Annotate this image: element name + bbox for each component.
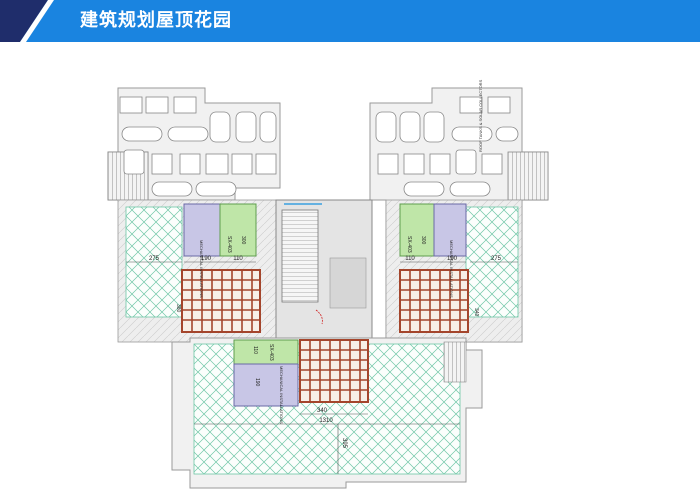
left-parking-bays	[119, 96, 277, 197]
bottom-tank-room	[233, 339, 299, 365]
core-stair	[281, 209, 319, 303]
left-tank-w-dim: 110	[233, 256, 243, 262]
bottom-pergola-grid	[300, 340, 368, 402]
solar-note: ROOF TANKS & SOLAR COLLECTORS	[478, 79, 483, 152]
page-title: 建筑规划屋顶花园	[80, 10, 232, 31]
header-dark-wedge	[0, 0, 48, 42]
plan-labels: MECHANICAL INSTALLATIONS SX-403 300 275 …	[149, 236, 502, 449]
header-band	[0, 0, 700, 42]
right-width-dim: 275	[491, 256, 502, 262]
left-mech-w-dim: 190	[201, 256, 212, 262]
bottom-mech-label: MECHANICAL INSTALLATIONS	[279, 366, 284, 424]
header-bar: 建筑规划屋顶花园	[0, 0, 700, 42]
left-wing	[107, 87, 281, 343]
total-w-dim: 1310	[319, 418, 333, 424]
header-blue-band	[0, 0, 700, 42]
right-mech-label: MECHANICAL INSTALLATIONS	[449, 240, 454, 298]
bottom-depth-dim: 395	[341, 438, 347, 449]
bottom-mech-room	[233, 363, 299, 407]
bottom-mech-h-dim: 190	[254, 378, 260, 387]
right-tank-h: 300	[420, 236, 426, 245]
right-tank-w-dim: 110	[405, 256, 415, 262]
left-depth-dim: 380	[175, 304, 181, 313]
right-parking-bays	[375, 96, 519, 197]
left-mech-label: MECHANICAL INSTALLATIONS	[199, 240, 204, 298]
right-pergola-grid	[400, 270, 468, 332]
right-wing: ROOF TANKS & SOLAR COLLECTORS	[369, 79, 549, 343]
right-stair	[507, 151, 549, 201]
core-lift	[329, 257, 367, 309]
right-depth-dim: 340	[473, 308, 479, 317]
left-tank-room	[219, 203, 257, 257]
right-mech-w-dim: 190	[447, 256, 458, 262]
bottom-tank-label: SX-403	[268, 344, 274, 361]
bottom-stair	[443, 341, 467, 383]
left-tank-label: SX-403	[226, 236, 232, 253]
bottom-tank-w-dim: 110	[252, 346, 258, 354]
right-tank-room	[399, 203, 435, 257]
left-pergola-grid	[182, 270, 260, 332]
right-mech-room	[433, 203, 467, 257]
roof-garden-plan: ROOF TANKS & SOLAR COLLECTORS	[107, 79, 549, 489]
left-tank-h: 300	[240, 236, 246, 245]
header-white-stripe	[20, 0, 54, 42]
central-core	[275, 199, 373, 343]
bottom-terrace	[171, 337, 483, 489]
left-width-dim: 275	[149, 256, 160, 262]
pergola-w-dim: 340	[317, 408, 328, 414]
right-tank-label: SX-403	[406, 236, 412, 253]
